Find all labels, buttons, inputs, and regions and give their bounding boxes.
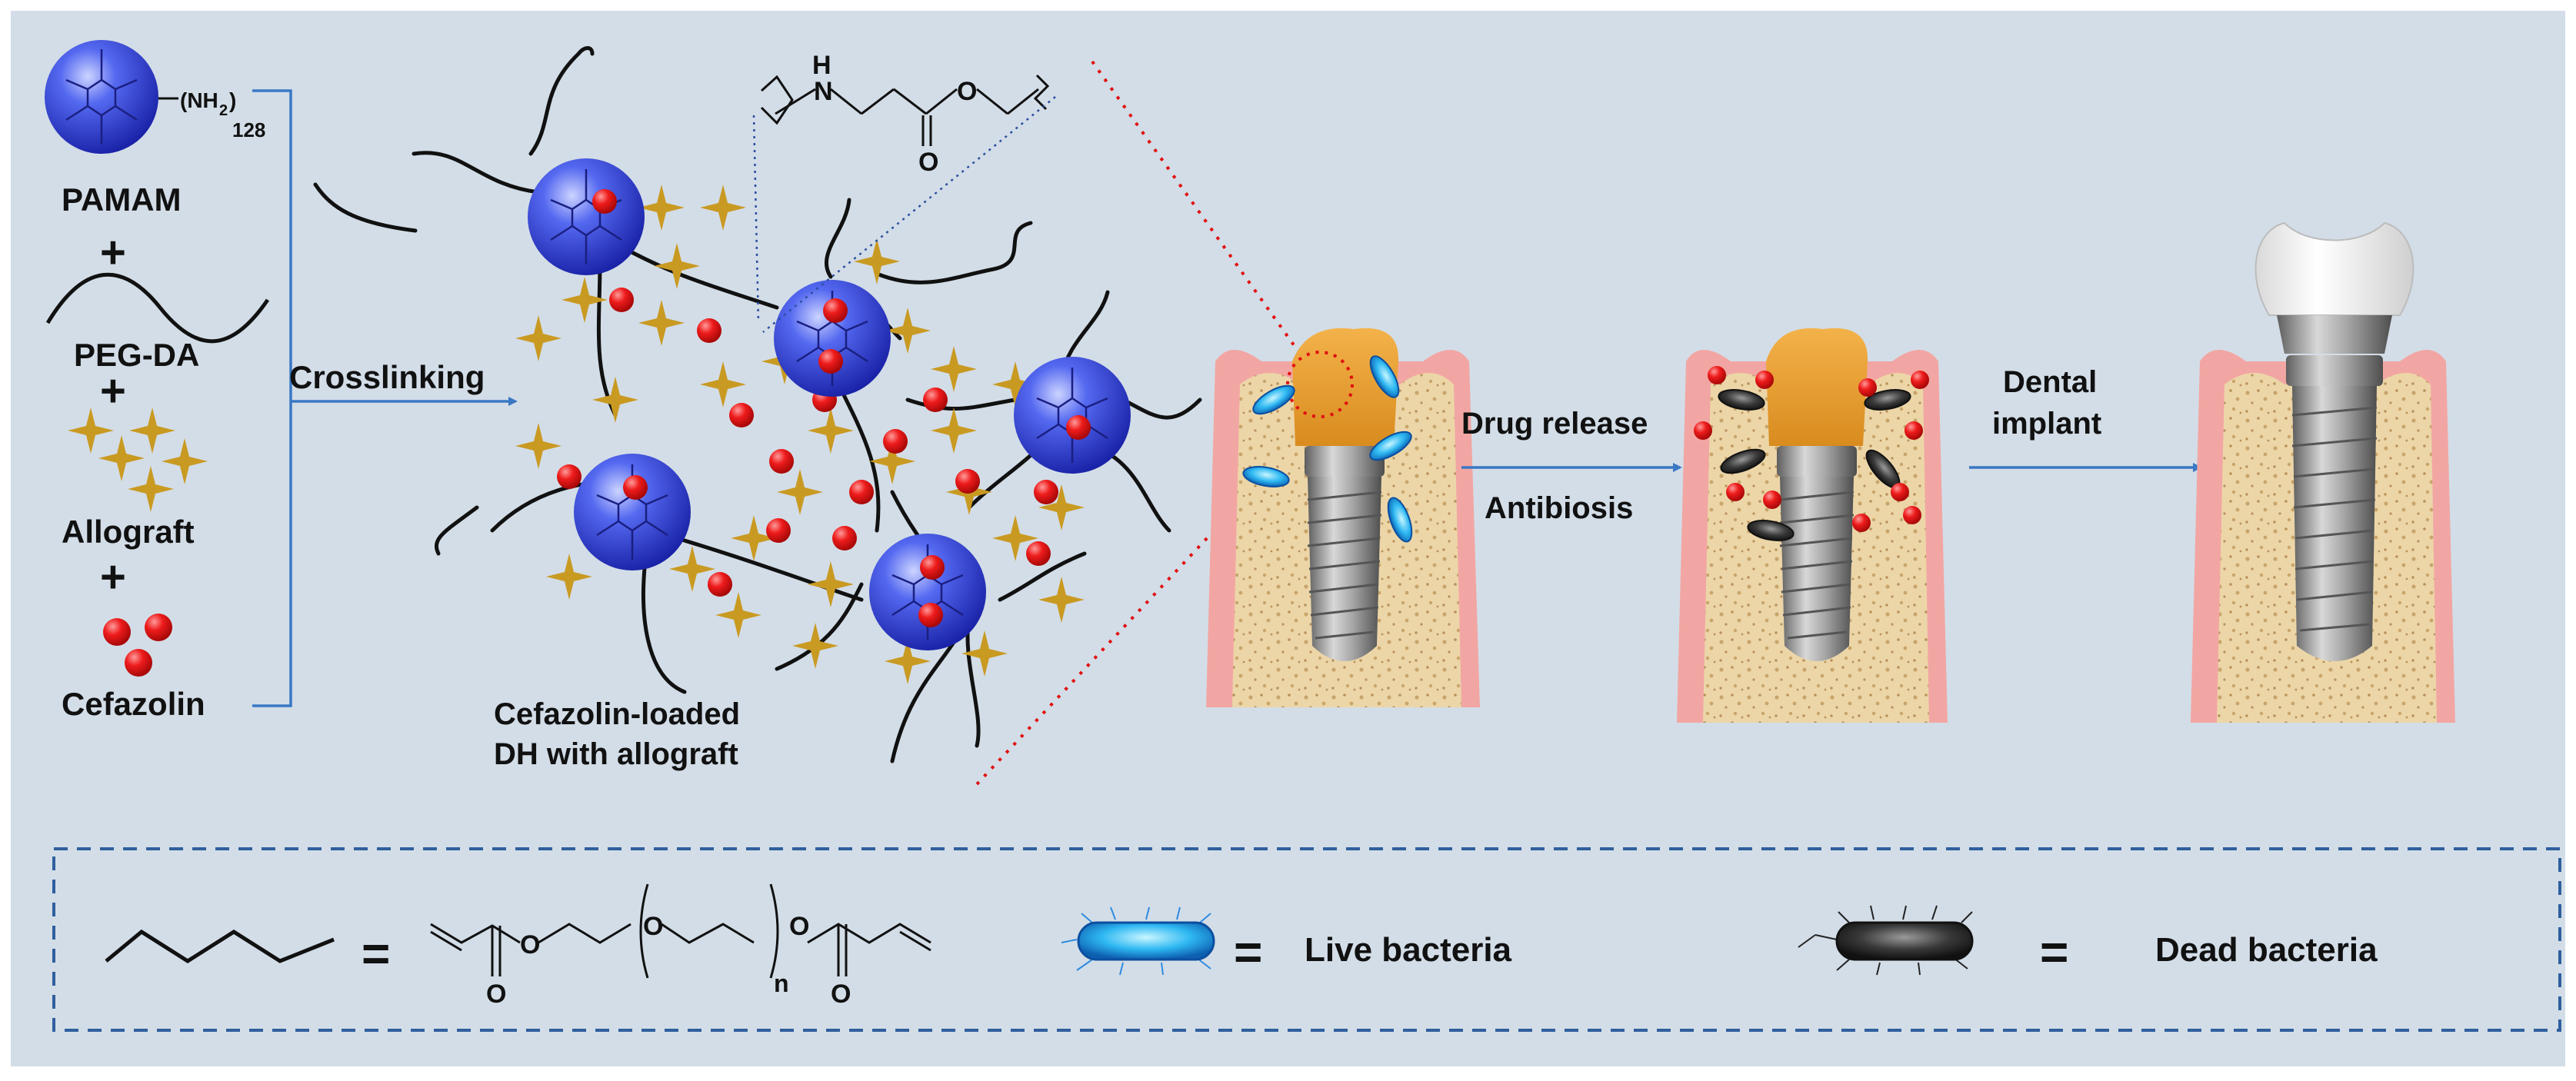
allograft-label: Allograft <box>62 514 195 550</box>
implant-site-treated <box>1677 328 1948 723</box>
legend-equals-3: = <box>2040 924 2068 980</box>
legend-box <box>52 847 2561 1032</box>
pamam-subscript: 2 <box>219 102 228 119</box>
linkage-o-ester: O <box>957 77 977 106</box>
linkage-structure: H N O O <box>752 51 1056 333</box>
legend-peg-o3: O <box>643 912 663 941</box>
linkage-n-atom: N <box>814 77 833 106</box>
cefazolin-drug-icon <box>103 614 172 677</box>
legend-equals-2: = <box>1234 924 1262 980</box>
component-bracket <box>252 89 292 707</box>
cefazolin-label: Cefazolin <box>62 686 205 722</box>
pamam-dendrimer-3 <box>1014 357 1131 474</box>
pamam-dendrimer-icon <box>45 40 158 154</box>
legend-dead-bacteria-label: Dead bacteria <box>2155 931 2378 969</box>
hydrogel-caption-line2: DH with allograft <box>494 737 738 771</box>
legend-dead-bacterium-icon <box>1798 905 1974 976</box>
dental-label-line1: Dental <box>2003 365 2097 399</box>
pamam-count: 128 <box>232 118 265 141</box>
hydrogel-caption-line1: Cefazolin-loaded <box>494 697 740 731</box>
legend-peg-o1: O <box>520 930 540 960</box>
pamam-dendrimer-5 <box>869 534 986 650</box>
plus-sign-3: + <box>100 552 126 602</box>
pamam-group-label: (NH <box>180 88 218 112</box>
legend-peg-chain-icon <box>105 929 335 963</box>
plus-sign-1: + <box>100 228 126 278</box>
plus-sign-2: + <box>100 366 126 416</box>
live-bacteria-cluster <box>1242 355 1413 543</box>
legend-peg-n: n <box>774 970 789 997</box>
crosslinking-label: Crosslinking <box>289 359 485 395</box>
implant-site-infected <box>1206 328 1480 707</box>
drug-release-label: Drug release <box>1461 407 1648 441</box>
dead-bacteria-cluster <box>1718 389 1911 541</box>
linkage-o-carbonyl: O <box>918 148 938 177</box>
legend-peg-o5: O <box>831 980 851 1009</box>
legend-live-bacterium-icon <box>1061 906 1215 976</box>
antibiosis-label: Antibiosis <box>1485 491 1633 525</box>
legend-live-bacteria-label: Live bacteria <box>1305 931 1512 969</box>
pamam-dendrimer-2 <box>774 280 891 397</box>
pamam-dendrimer-1 <box>528 158 645 275</box>
peg-da-label: PEG-DA <box>74 337 199 373</box>
legend-equals-1: = <box>362 926 390 981</box>
implant-site-restored <box>2191 221 2455 723</box>
linkage-h-atom: H <box>812 51 831 80</box>
legend-peg-o2: O <box>486 980 506 1009</box>
legend-peg-da-structure <box>430 883 931 979</box>
dental-label-line2: implant <box>1992 407 2101 441</box>
pamam-dendrimer-4 <box>574 454 691 570</box>
pamam-group-close: ) <box>229 88 236 112</box>
released-drug-dots <box>1694 366 1929 532</box>
peg-chain-icon <box>45 272 270 344</box>
legend-peg-o4: O <box>789 912 809 941</box>
pamam-label: PAMAM <box>62 181 182 218</box>
